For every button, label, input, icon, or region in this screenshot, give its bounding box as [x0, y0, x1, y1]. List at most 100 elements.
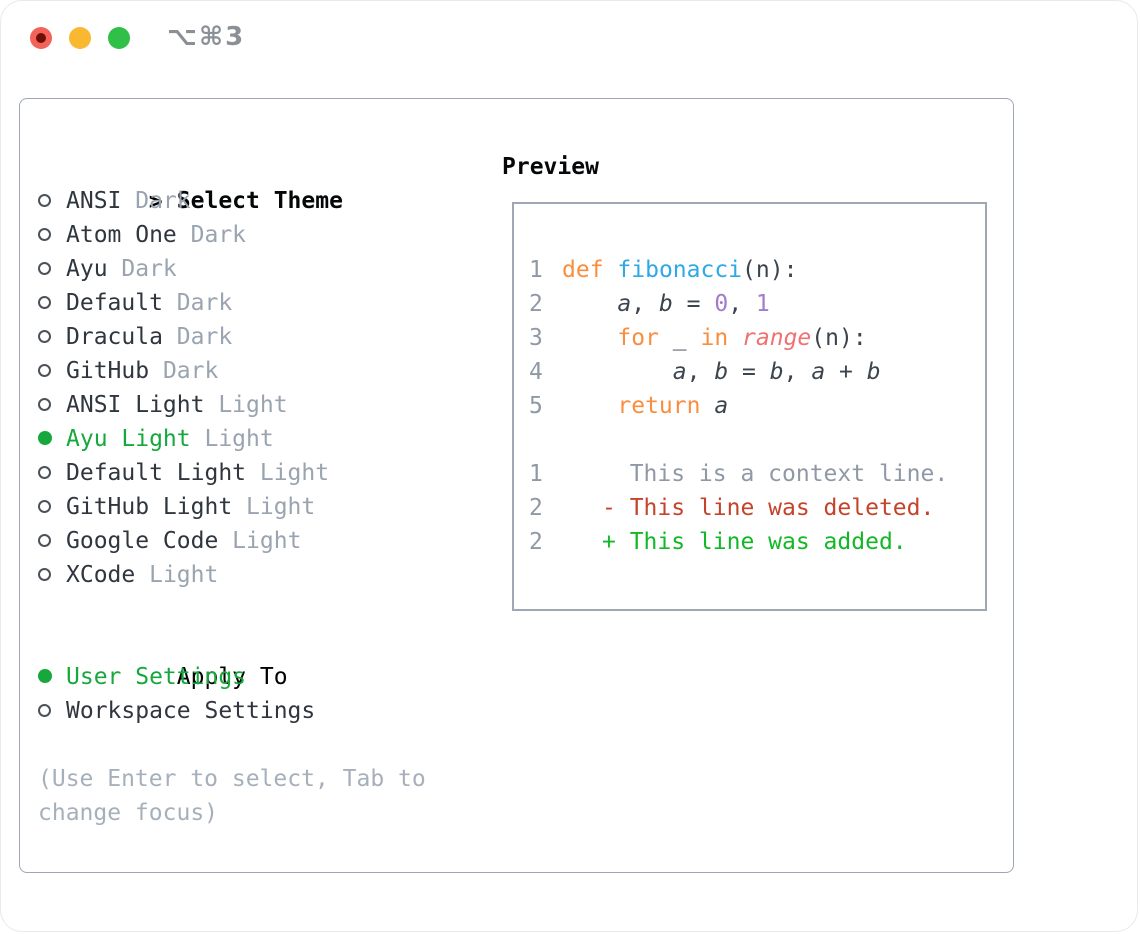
theme-name: Default Light	[66, 460, 247, 486]
theme-name: Ayu	[66, 256, 108, 282]
minimize-button[interactable]	[69, 27, 91, 49]
theme-option-github-light[interactable]: GitHub Light Light	[38, 490, 426, 524]
theme-option-xcode[interactable]: XCode Light	[38, 558, 426, 592]
theme-name: ANSI	[66, 188, 122, 214]
theme-option-google-code[interactable]: Google Code Light	[38, 524, 426, 558]
code-text: def fibonacci(n):	[562, 257, 798, 283]
theme-variant: Dark	[162, 290, 233, 316]
line-number: 3	[529, 325, 543, 351]
code-line: 5 return a	[514, 389, 985, 423]
radio-icon	[38, 703, 51, 717]
window-title: ⌥⌘3	[167, 22, 246, 52]
theme-variant: Dark	[121, 188, 191, 214]
radio-selected-icon	[38, 430, 52, 445]
apply-to-title: Apply To	[176, 664, 288, 690]
theme-option-atom-one[interactable]: Atom One Dark	[38, 218, 426, 252]
radio-icon	[38, 363, 51, 377]
theme-variant: Light	[246, 460, 330, 486]
theme-variant: Light	[135, 562, 219, 588]
radio-icon	[38, 567, 51, 581]
theme-list-title: Select Theme	[176, 188, 343, 214]
theme-variant: Dark	[149, 358, 219, 384]
code-text: a, b = b, a + b	[672, 359, 881, 385]
theme-option-ansi-light[interactable]: ANSI Light Light	[38, 388, 426, 422]
theme-variant: Light	[232, 494, 316, 520]
theme-name: XCode	[66, 562, 136, 588]
preview-title: Preview	[502, 154, 599, 180]
theme-variant: Dark	[176, 222, 247, 248]
theme-name: Google Code	[66, 528, 219, 554]
theme-variant: Dark	[162, 324, 233, 350]
pointer-icon: >	[148, 188, 163, 215]
hint-text: (Use Enter to select, Tab to	[38, 766, 426, 792]
line-number: 2	[529, 291, 543, 317]
radio-icon	[38, 295, 51, 309]
radio-icon	[38, 533, 51, 547]
radio-icon	[38, 227, 51, 241]
theme-option-ayu-light[interactable]: Ayu Light Light	[38, 422, 426, 456]
keyboard-hint: (Use Enter to select, Tab to change focus…	[38, 762, 426, 830]
theme-option-github[interactable]: GitHub Dark	[38, 354, 426, 388]
radio-icon	[38, 499, 51, 513]
code-text: for _ in range(n):	[617, 325, 867, 351]
code-text: return a	[617, 393, 729, 419]
unsaved-dot-icon	[36, 33, 46, 43]
theme-option-dracula[interactable]: Dracula Dark	[38, 320, 426, 354]
line-number: 1	[529, 461, 543, 487]
line-number: 2	[529, 529, 543, 555]
diff-text: - This line was deleted.	[602, 495, 935, 521]
diff-line: 2 + This line was added.	[514, 525, 985, 559]
line-number: 4	[529, 359, 543, 385]
apply-to-header-row: Apply To	[38, 626, 426, 690]
radio-icon	[38, 465, 51, 479]
code-text: a, b = 0, 1	[617, 291, 770, 317]
line-number: 5	[529, 393, 543, 419]
theme-name: Dracula	[66, 324, 163, 350]
theme-variant: Light	[204, 392, 288, 418]
theme-variant: Dark	[107, 256, 177, 282]
line-number: 2	[529, 495, 543, 521]
code-line: 3 for _ in range(n):	[514, 321, 985, 355]
radio-icon	[38, 193, 51, 207]
radio-selected-icon	[38, 668, 52, 683]
code-line: 2 a, b = 0, 1	[514, 287, 985, 321]
diff-line: 2 - This line was deleted.	[514, 491, 985, 525]
radio-icon	[38, 329, 51, 343]
close-button[interactable]	[30, 27, 52, 49]
theme-name: GitHub Light	[66, 494, 233, 520]
theme-option-default-light[interactable]: Default Light Light	[38, 456, 426, 490]
theme-variant: Light	[218, 528, 302, 554]
theme-name: Ayu Light	[66, 426, 191, 452]
theme-variant: Light	[190, 426, 274, 452]
hint-text: change focus)	[38, 800, 219, 826]
theme-option-ansi[interactable]: ANSI Dark	[38, 184, 426, 218]
apply-option-workspace-settings[interactable]: Workspace Settings	[38, 694, 426, 728]
theme-name: ANSI Light	[66, 392, 205, 418]
apply-option-label: Workspace Settings	[66, 698, 316, 724]
theme-option-default[interactable]: Default Dark	[38, 286, 426, 320]
diff-text: + This line was added.	[602, 529, 907, 555]
theme-name: GitHub	[66, 358, 150, 384]
radio-icon	[38, 261, 51, 275]
diff-line: 1 This is a context line.	[514, 457, 985, 491]
apply-option-label: User Settings	[66, 664, 247, 690]
diff-text: This is a context line.	[602, 461, 949, 487]
zoom-button[interactable]	[108, 27, 130, 49]
theme-option-ayu[interactable]: Ayu Dark	[38, 252, 426, 286]
titlebar: ⌥⌘3	[1, 1, 1137, 71]
line-number: 1	[529, 257, 543, 283]
code-line: 1 def fibonacci(n):	[514, 253, 985, 287]
theme-name: Default	[66, 290, 163, 316]
theme-list-header: > Select Theme	[38, 150, 426, 215]
apply-option-user-settings[interactable]: User Settings	[38, 660, 426, 694]
diff-preview: 1 This is a context line. 2 - This line wa…	[514, 457, 985, 559]
theme-name: Atom One	[66, 222, 177, 248]
radio-icon	[38, 397, 51, 411]
